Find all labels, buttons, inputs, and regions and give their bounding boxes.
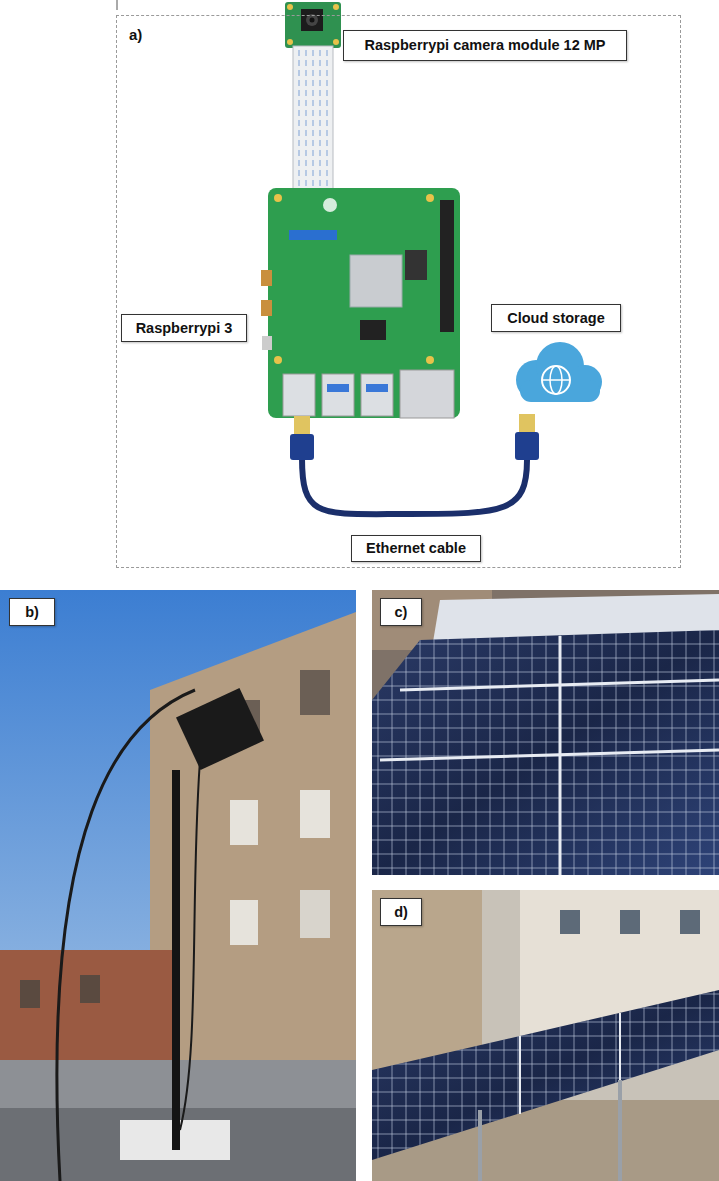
ethernet-cable xyxy=(290,414,539,514)
panel-letter: b) xyxy=(9,598,55,626)
part-label: Raspberrypi 3 xyxy=(121,314,247,342)
photo-solar-array xyxy=(372,890,719,1181)
label-text: Ethernet cable xyxy=(366,540,466,557)
panel-letter: c) xyxy=(380,598,422,626)
dashed-panel: a) Raspberrypi camera module 12 MP Raspber… xyxy=(116,15,681,568)
mark-line xyxy=(117,0,118,10)
cloud-icon xyxy=(516,342,602,402)
label-text: Raspberrypi camera module 12 MP xyxy=(365,37,606,54)
label-text: b) xyxy=(25,604,39,621)
label-text: a) xyxy=(129,26,142,43)
part-label: Raspberrypi camera module 12 MP xyxy=(343,30,627,61)
part-label: Ethernet cable xyxy=(351,535,481,562)
label-text: c) xyxy=(395,604,408,621)
label-text: Cloud storage xyxy=(507,310,604,327)
label-text: Raspberrypi 3 xyxy=(136,320,233,337)
part-label: Cloud storage xyxy=(491,304,621,332)
panel-letter: d) xyxy=(380,898,422,926)
camera-module xyxy=(285,2,341,48)
photo-solar-panels xyxy=(372,590,719,875)
raspberry-pi-board xyxy=(261,188,460,418)
label-text: d) xyxy=(394,904,408,921)
photo-sensor-mount xyxy=(0,590,356,1181)
